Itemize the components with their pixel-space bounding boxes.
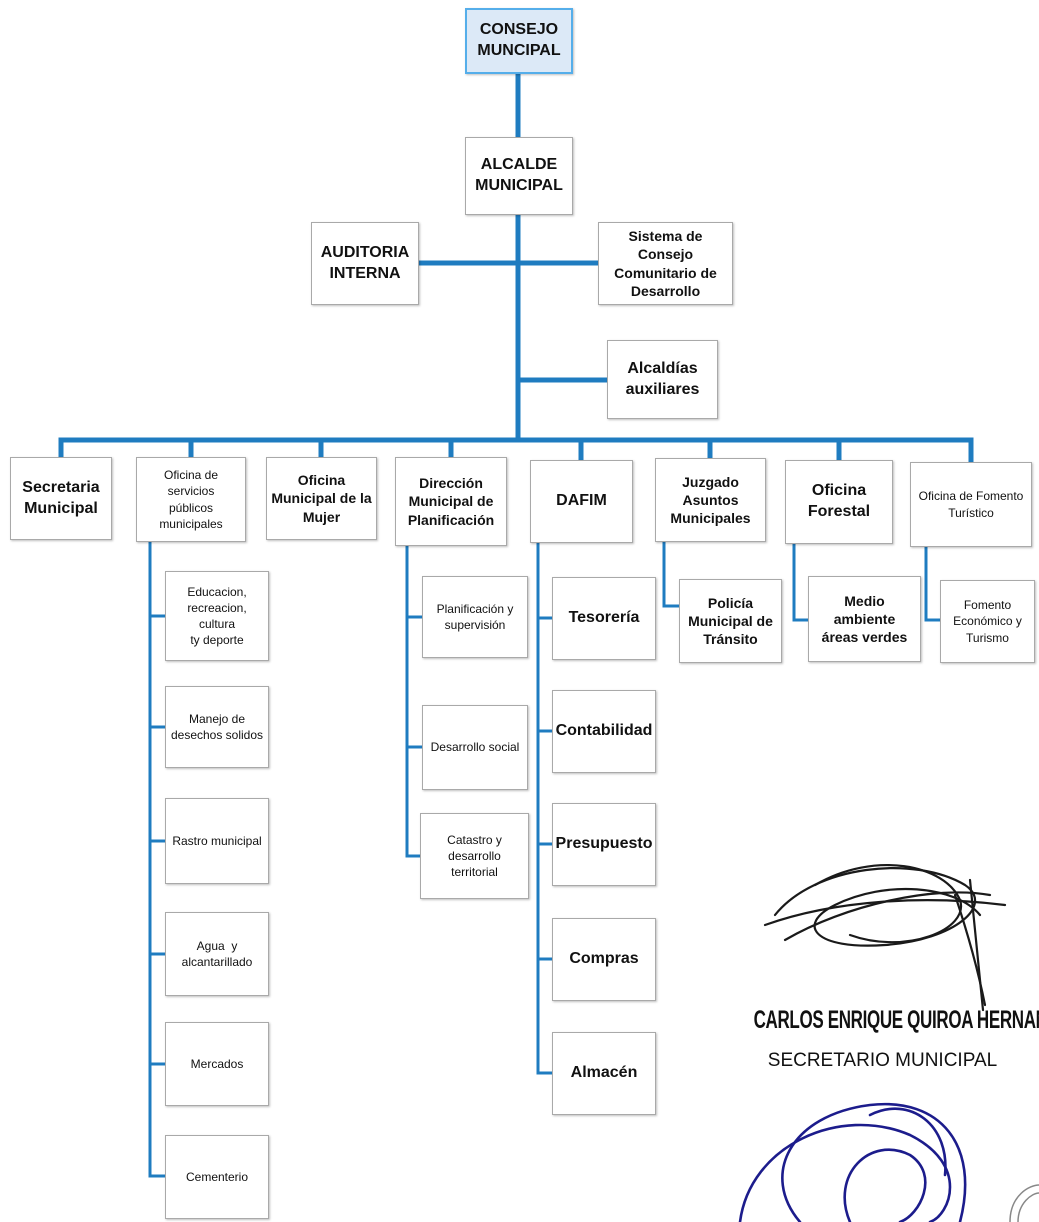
box-label-line: Alcaldías [627, 359, 698, 377]
box-label-line: ty deporte [190, 633, 244, 648]
box-label-line: CONSEJO [479, 21, 559, 39]
almacen-box: Almacén [552, 1032, 656, 1115]
box-label-line: alcantarillado [181, 955, 253, 969]
box-label-line: Municipal de [688, 612, 773, 629]
box-label-line: Mujer [302, 508, 341, 525]
box-label-line: Turístico [948, 505, 994, 520]
box-label-line: MUNCIPAL [477, 42, 561, 59]
presupuesto-box: Presupuesto [552, 803, 656, 886]
box-label-line: Dirección [419, 475, 483, 492]
box-label: Almacén [570, 1064, 638, 1082]
desarrollo-social-box: Desarrollo social [422, 705, 528, 790]
box-label-line: municipales [159, 516, 223, 531]
box-label-line: Municipal de la [271, 490, 372, 507]
box-label-line: áreas verdes [821, 629, 908, 646]
alcaldias-auxiliares-box: Alcaldías auxiliares [607, 340, 718, 419]
mercados-box: Mercados [165, 1022, 269, 1106]
box-label: Rastro municipal [172, 833, 262, 848]
manejo-desechos-box: Manejo de desechos solidos [165, 686, 269, 768]
box-label-line: Medio ambiente [833, 592, 896, 627]
box-label-line: Policía [707, 594, 754, 611]
box-label-line: recreacion, cultura [187, 600, 247, 631]
box-label-line: ALCALDE [480, 156, 558, 174]
tesoreria-box: Tesorería [552, 577, 656, 660]
box-label-line: Planificación [407, 511, 495, 528]
box-label-line: Oficina [297, 472, 346, 489]
box-label-line: Tránsito [703, 631, 758, 648]
alcalde-municipal-box: ALCALDE MUNICIPAL [465, 137, 573, 215]
cementerio-box: Cementerio [165, 1135, 269, 1219]
box-label-line: territorial [451, 865, 498, 880]
box-label: Presupuesto [555, 835, 653, 853]
box-label-line: Municipales [670, 510, 751, 527]
box-label-line: Desarrollo [630, 282, 701, 299]
box-label-line: Educacion, [187, 584, 247, 599]
box-label: Desarrollo social [430, 740, 520, 755]
box-label-line: Comunitario de [614, 264, 717, 281]
box-label-line: MUNICIPAL [475, 177, 563, 194]
box-label: Mercados [190, 1056, 244, 1071]
box-label: Contabilidad [555, 722, 653, 740]
box-label-line: públicos [168, 500, 214, 515]
box-label-line: Planificación y [436, 601, 514, 616]
handwritten-signature-icon [763, 864, 1007, 1012]
box-label: Tesorería [568, 609, 640, 627]
contabilidad-box: Contabilidad [552, 690, 656, 773]
compras-box: Compras [552, 918, 656, 1001]
box-label-line: Oficina de Fomento [918, 489, 1024, 504]
box-label-line: Turismo [966, 630, 1009, 645]
auditoria-interna-box: AUDITORIA INTERNA [311, 222, 419, 305]
box-label-line: Juzgado Asuntos [682, 473, 739, 508]
box-label-line: Agua y [196, 938, 238, 953]
handwritten-signature-icon [738, 1102, 1039, 1222]
educacion-box: Educacion,recreacion, cultura ty deporte [165, 571, 269, 661]
signatory-title: SECRETARIO MUNICIPAL [767, 1050, 998, 1071]
box-label-line: supervisión [444, 618, 506, 632]
box-label-line: INTERNA [329, 264, 401, 282]
box-label-line: Fomento [963, 598, 1012, 613]
agua-alcantarillado-box: Agua y alcantarillado [165, 912, 269, 996]
medio-ambiente-box: Medio ambiente áreas verdes [808, 576, 921, 662]
box-label-line: desarrollo [448, 848, 501, 863]
box-label: Cementerio [185, 1169, 249, 1184]
box-label: Compras [569, 950, 639, 968]
box-label-line: AUDITORIA [320, 243, 410, 261]
planificacion-supervision-box: Planificación y supervisión [422, 576, 528, 658]
box-label-line: desechos solidos [170, 728, 264, 742]
signatory-name: CARLOS ENRIQUE QUIROA HERNANDEZ [753, 1006, 1039, 1034]
box-label-line: Municipal de [408, 493, 494, 510]
box-label-line: Catastro y [447, 832, 502, 847]
box-label: DAFIM [556, 492, 607, 510]
box-label-line: Municipal [24, 499, 98, 517]
box-label-line: Oficina [811, 482, 867, 500]
box-label-line: Oficina de servicios [163, 468, 219, 499]
box-label-line: Manejo de [188, 711, 246, 726]
box-label-line: Económico y [953, 614, 1022, 629]
dafim-box: DAFIM [530, 460, 633, 543]
box-label-line: Secretaria [22, 478, 100, 496]
consejo-municipal-box: CONSEJO MUNCIPAL [465, 8, 573, 74]
box-label-line: auxiliares [625, 380, 700, 398]
box-label-line: Forestal [807, 503, 871, 520]
rastro-municipal-box: Rastro municipal [165, 798, 269, 884]
box-label-line: Sistema de Consejo [628, 228, 703, 263]
